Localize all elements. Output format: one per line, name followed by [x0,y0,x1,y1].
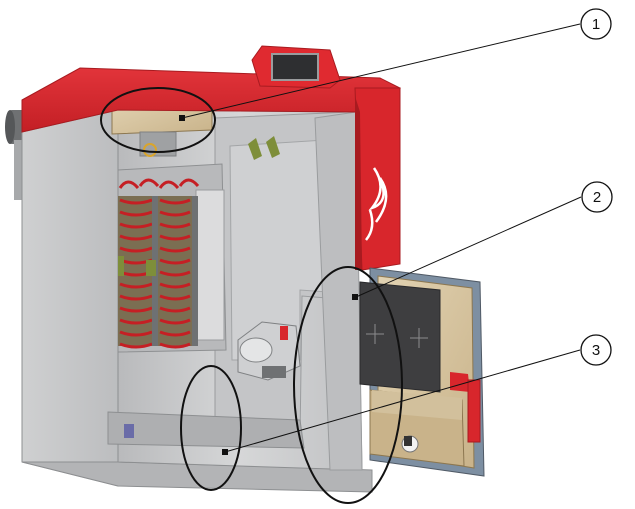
door-handle-bar [467,379,481,443]
callout-3: 3 [580,334,612,366]
highlight-ellipse-3 [180,365,242,491]
leader-lines [181,23,582,453]
right-side-cover [354,87,401,271]
door-handle [450,372,470,392]
leader-line-3 [224,349,581,453]
callout-number-1: 1 [592,16,600,33]
callout-2: 2 [581,181,613,213]
leader-line-1 [181,23,581,119]
leader-dot-3 [222,449,228,455]
highlight-ellipse-2 [293,266,403,504]
base-plinth [21,461,373,493]
burner [237,321,301,381]
vent-fins [118,136,280,276]
ash-tray [107,411,305,449]
callout-circle [580,8,612,40]
callout-circle [581,181,613,213]
leader-endpoints [179,115,228,455]
door-pointer-dot [352,294,358,300]
left-side-panel [21,109,119,487]
callout-1: 1 [580,8,612,40]
callout-circle [580,334,612,366]
small-fitting [124,424,134,438]
callout-number-3: 3 [592,342,600,359]
control-panel-display [271,53,319,81]
door-upper-insulation [359,281,441,393]
red-casing [21,45,402,271]
exchanger-plate [195,189,225,341]
right-wall [314,111,363,471]
highlight-ellipse-1 [100,87,216,153]
insulation-cross-marks [366,324,428,348]
leader-line-2 [355,196,582,298]
highlight-overlays [100,87,403,504]
flame-logo [365,167,388,241]
boiler-illustration [5,97,373,493]
leader-dot-1 [179,115,185,121]
boiler-door [352,267,485,477]
heat-exchanger-coils [118,178,200,349]
control-panel [251,45,341,89]
peephole-center [404,436,412,446]
callout-number-2: 2 [593,189,601,206]
